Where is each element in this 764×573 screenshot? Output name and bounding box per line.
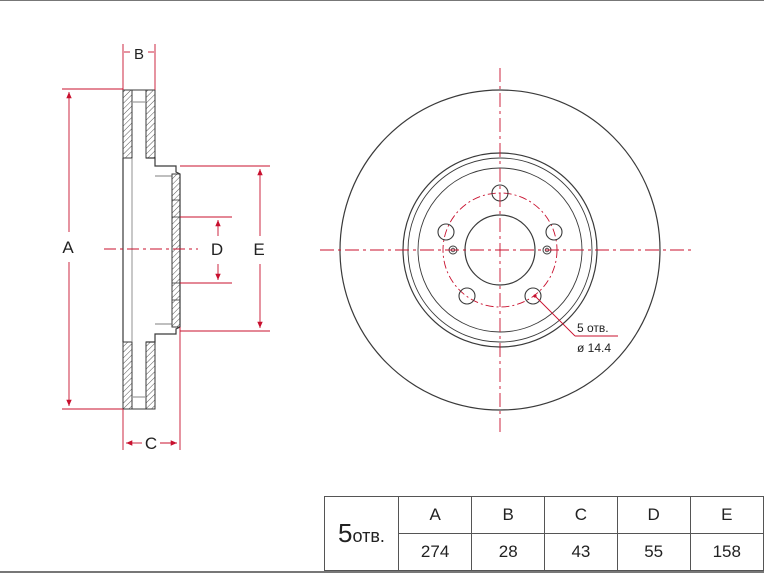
label-a: A <box>62 238 74 257</box>
value-c: 43 <box>544 533 618 571</box>
bolt-qty-cell: 5отв. <box>324 496 399 571</box>
front-view <box>320 68 694 432</box>
spec-header-row: 5отв. A B C D E <box>324 496 764 571</box>
bolt-count-note: 5 отв. <box>577 321 609 335</box>
bolt-hole-4 <box>458 287 476 305</box>
label-d: D <box>211 240 223 259</box>
label-e: E <box>253 240 264 259</box>
dimension-a <box>62 88 123 410</box>
dimension-c <box>122 327 181 450</box>
inner-plate-top <box>122 89 133 159</box>
side-section-view <box>104 89 198 410</box>
value-b: 28 <box>471 533 546 571</box>
header-a: A <box>397 496 473 534</box>
header-c: C <box>544 496 618 534</box>
label-b: B <box>134 46 144 63</box>
bolt-hole-2 <box>545 223 563 241</box>
value-a: 274 <box>397 533 473 571</box>
hat-wall <box>171 173 181 328</box>
outer-plate-top <box>145 89 156 159</box>
dimension-d <box>180 216 232 284</box>
outer-plate-bottom <box>145 341 156 410</box>
label-c: C <box>145 434 157 453</box>
inner-plate-bottom <box>122 341 133 410</box>
bolt-diameter-note: ø 14.4 <box>577 341 611 355</box>
spec-table: 5отв. A B C D E 274 28 43 55 158 <box>324 496 764 571</box>
bolt-hole-3 <box>524 287 542 305</box>
frame-bottom-line <box>0 571 764 573</box>
value-e: 158 <box>689 533 764 571</box>
header-b: B <box>471 496 546 534</box>
bolt-qty-number: 5 <box>337 518 353 548</box>
spec-value-row: 274 28 43 55 158 <box>325 533 764 571</box>
frame-top-line <box>0 0 764 1</box>
dimension-e <box>180 165 270 332</box>
bolt-qty-unit: отв. <box>352 526 385 546</box>
header-d: D <box>616 496 691 534</box>
value-d: 55 <box>616 533 691 571</box>
dimension-b <box>122 44 156 90</box>
header-e: E <box>689 496 764 534</box>
bolt-hole-5 <box>437 223 455 241</box>
